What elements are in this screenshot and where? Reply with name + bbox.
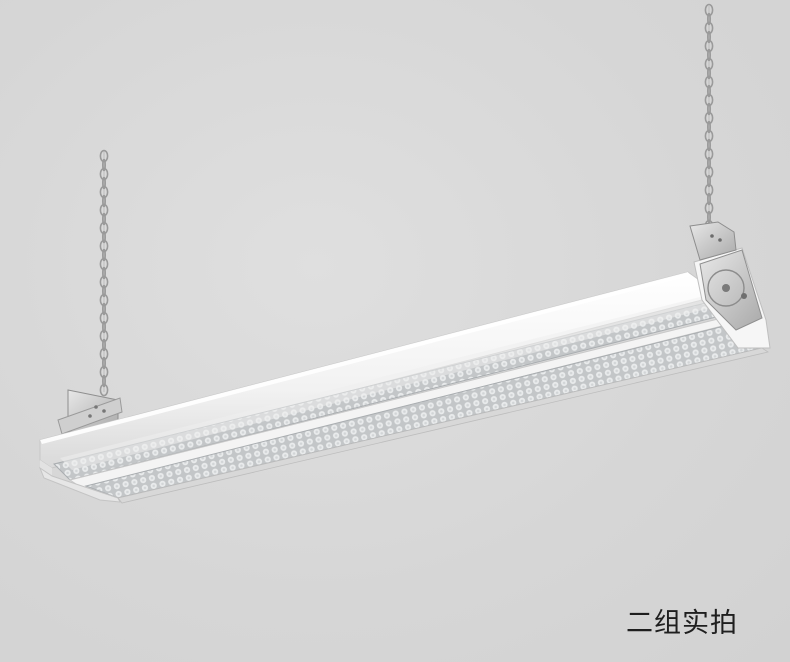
chain-link xyxy=(704,201,714,215)
chain-link xyxy=(99,275,109,289)
chain-link xyxy=(704,165,714,179)
chain-link xyxy=(706,156,711,170)
chain-link xyxy=(706,30,711,44)
chain-link xyxy=(102,212,107,226)
chain-link xyxy=(704,75,714,89)
chain-link xyxy=(102,176,107,190)
chain-link xyxy=(99,293,109,307)
left-chain xyxy=(99,149,109,397)
chain-link xyxy=(102,194,107,208)
chain-link xyxy=(99,185,109,199)
chain-link xyxy=(706,102,711,116)
chain-link xyxy=(704,147,714,161)
chain-link xyxy=(99,383,109,397)
chain-link xyxy=(706,192,711,206)
chain-link xyxy=(102,338,107,352)
chain-link xyxy=(706,66,711,80)
chain-link xyxy=(99,203,109,217)
chain-link xyxy=(706,12,711,26)
chain-link xyxy=(102,374,107,388)
led-lens-panel-upper xyxy=(53,296,729,481)
chain-link xyxy=(704,39,714,53)
chain-link xyxy=(99,329,109,343)
chain-link xyxy=(704,21,714,35)
chain-link xyxy=(99,221,109,235)
chain-link xyxy=(706,174,711,188)
chain-link xyxy=(704,93,714,107)
chain-link xyxy=(99,311,109,325)
chain-link xyxy=(102,302,107,316)
right-chain xyxy=(704,3,714,242)
chain-link xyxy=(99,365,109,379)
caption-label: 二组实拍 xyxy=(626,608,738,639)
chain-link xyxy=(704,183,714,197)
right-end-cap xyxy=(693,247,771,349)
chain-link xyxy=(706,84,711,98)
chain-link xyxy=(704,129,714,143)
chain-link xyxy=(102,158,107,172)
chain-link xyxy=(102,284,107,298)
chain-link xyxy=(102,356,107,370)
chain-link xyxy=(704,57,714,71)
chain-link xyxy=(704,111,714,125)
chain-link xyxy=(706,210,711,224)
chain-link xyxy=(102,266,107,280)
fixture-bottom-frame xyxy=(38,347,769,504)
chain-link xyxy=(99,149,109,163)
chain-link xyxy=(99,257,109,271)
chain-link xyxy=(102,248,107,262)
chain-link xyxy=(102,320,107,334)
chain-link xyxy=(706,138,711,152)
chain-link xyxy=(99,239,109,253)
chain-link xyxy=(99,167,109,181)
chain-link xyxy=(704,3,714,17)
fixture-divider xyxy=(68,315,740,489)
right-mounting-bracket xyxy=(689,221,737,261)
chain-link xyxy=(706,48,711,62)
left-mounting-bracket xyxy=(57,389,123,435)
chain-link xyxy=(706,120,711,134)
chain-link xyxy=(102,230,107,244)
chain-link xyxy=(99,347,109,361)
